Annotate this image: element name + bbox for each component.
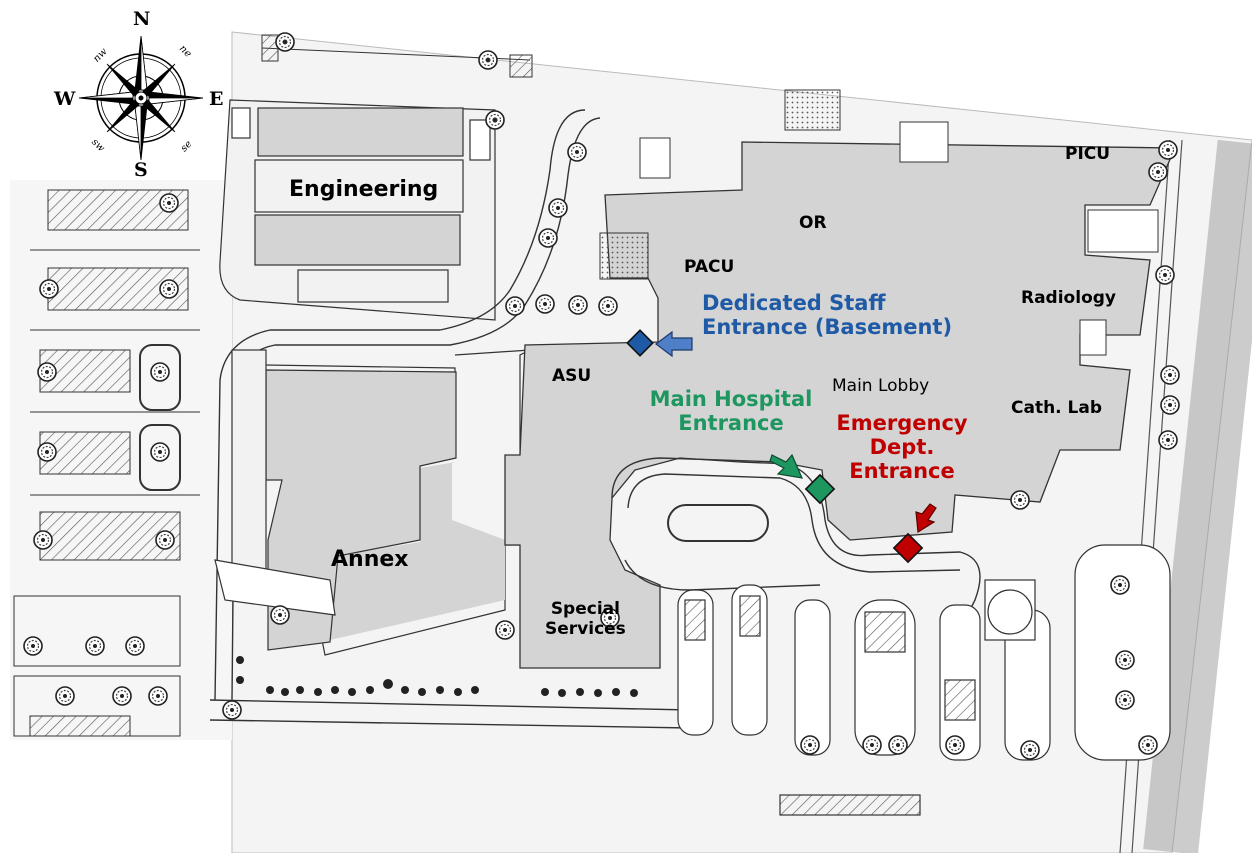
or-label: OR xyxy=(799,213,827,233)
north-parking-row xyxy=(261,32,533,78)
main-entrance-label: Main Hospital Entrance xyxy=(643,387,819,435)
main-entrance-line2: Entrance xyxy=(678,411,784,436)
compass-north-label: N xyxy=(133,8,151,30)
emergency-entrance-marker xyxy=(892,503,937,564)
emergency-entrance-line2: Dept. xyxy=(869,435,935,460)
main-entrance-marker xyxy=(769,453,836,505)
compass-east-label: E xyxy=(209,88,224,110)
engineering-label: Engineering xyxy=(289,177,439,202)
main-entrance-line1: Main Hospital xyxy=(649,387,813,411)
south-parking-lots xyxy=(677,544,1171,816)
emergency-entrance-line3: Entrance xyxy=(849,459,955,484)
special-services-line1: Special xyxy=(550,599,620,619)
special-services-line2: Services xyxy=(545,618,626,639)
staff-entrance-diamond xyxy=(626,329,654,357)
main-hospital-footprint xyxy=(504,141,1176,669)
emergency-entrance-label: Emergency Dept. Entrance xyxy=(830,411,974,483)
staff-entrance-label: Dedicated Staff Entrance (Basement) xyxy=(702,291,952,339)
main-hospital-building xyxy=(504,89,1176,669)
annex-label: Annex xyxy=(331,547,409,572)
emergency-entrance-arrow xyxy=(915,503,937,534)
engineering-building xyxy=(219,99,505,321)
picu-label: PICU xyxy=(1065,144,1111,164)
pacu-label: PACU xyxy=(684,257,735,277)
hedge-row xyxy=(236,656,638,697)
radiology-label: Radiology xyxy=(1021,288,1116,308)
staff-entrance-line1: Dedicated Staff xyxy=(702,291,886,315)
special-services-label: Special Services xyxy=(545,599,626,639)
staff-entrance-arrow xyxy=(655,330,693,358)
asu-label: ASU xyxy=(552,366,592,386)
drop-off-loop xyxy=(611,457,981,621)
main-entrance-diamond xyxy=(804,473,836,505)
main-lobby-label: Main Lobby xyxy=(832,376,930,396)
emergency-entrance-line1: Emergency xyxy=(836,411,968,435)
staff-entrance-marker xyxy=(626,329,693,358)
compass-south-label: S xyxy=(134,159,148,181)
staff-entrance-line2: Entrance (Basement) xyxy=(702,315,953,340)
cath-lab-label: Cath. Lab xyxy=(1011,398,1103,418)
annex-building xyxy=(214,349,531,656)
compass-west-label: W xyxy=(54,88,76,110)
compass-rose xyxy=(78,35,204,161)
emergency-entrance-diamond xyxy=(892,532,924,564)
main-entrance-arrow xyxy=(769,453,803,479)
